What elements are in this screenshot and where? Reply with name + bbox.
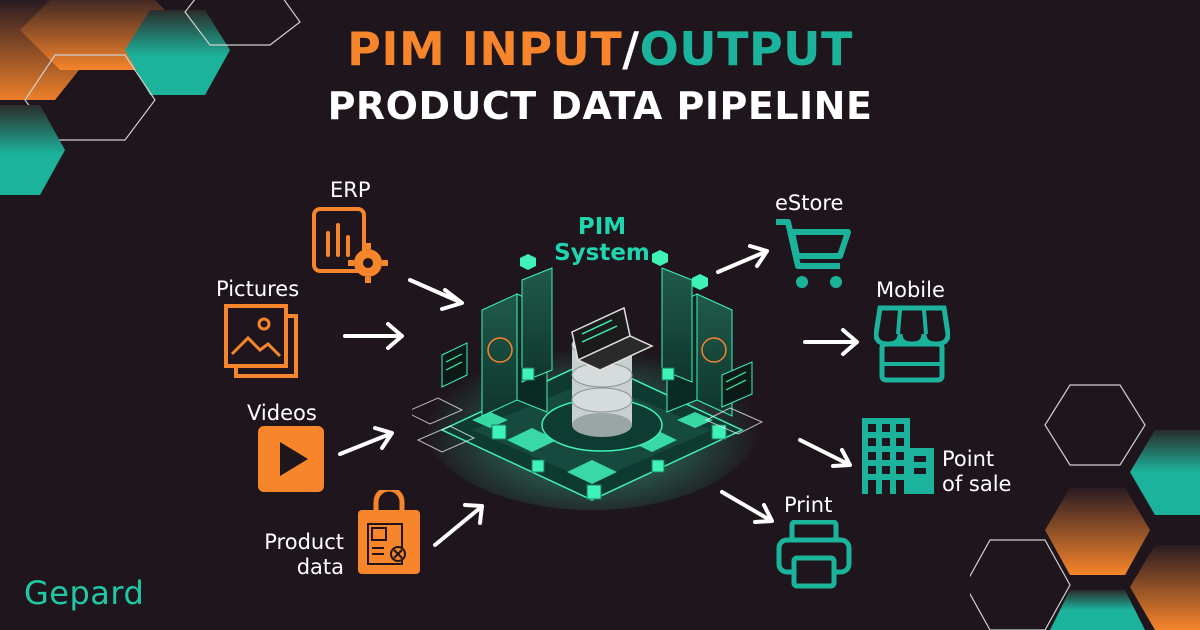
printer-icon xyxy=(776,520,852,589)
title-line-2: PRODUCT DATA PIPELINE xyxy=(327,84,873,128)
title-slash: / xyxy=(622,22,640,76)
storefront-icon xyxy=(874,305,950,383)
pim-system-label-line2: System xyxy=(554,240,650,266)
title-output: OUTPUT xyxy=(639,22,853,76)
pim-system-illustration xyxy=(412,250,764,510)
hexagon-decoration-top-left xyxy=(0,0,301,195)
point-of-sale-label-line2: of sale xyxy=(942,472,1012,496)
mobile-label: Mobile xyxy=(876,278,945,302)
arrow-erp-to-pim xyxy=(408,278,464,311)
pictures-icon xyxy=(224,304,298,378)
arrow-pim-to-print xyxy=(720,490,774,524)
print-label: Print xyxy=(784,493,833,517)
product-data-bag-icon xyxy=(358,490,420,574)
erp-chart-gear-icon xyxy=(312,207,388,283)
pim-system-label: PIM System xyxy=(540,214,664,266)
product-data-label-line2: data xyxy=(296,555,344,579)
arrow-videos-to-pim xyxy=(338,426,394,456)
point-of-sale-label-line1: Point xyxy=(942,447,995,471)
building-icon xyxy=(862,418,934,494)
arrow-pim-to-mobile xyxy=(803,328,859,356)
point-of-sale-label: Point of sale xyxy=(942,447,1011,497)
arrow-pim-to-estore xyxy=(716,244,769,274)
erp-label: ERP xyxy=(330,178,371,202)
videos-label: Videos xyxy=(247,401,317,425)
video-play-icon xyxy=(258,426,324,492)
hexagon-decoration-bottom-right xyxy=(970,384,1200,630)
pim-system-label-line1: PIM xyxy=(577,214,627,240)
arrow-product-data-to-pim xyxy=(433,503,484,547)
arrow-pictures-to-pim xyxy=(343,322,404,350)
title-line-1: PIM INPUT/OUTPUT xyxy=(0,22,1200,76)
title-input: PIM INPUT xyxy=(347,22,623,76)
product-data-label-line1: Product xyxy=(264,530,344,554)
arrow-pim-to-point-of-sale xyxy=(798,438,852,468)
estore-label: eStore xyxy=(775,191,844,215)
cart-icon xyxy=(776,219,851,288)
product-data-label: Product data xyxy=(252,530,344,580)
gepard-logo: Gepard xyxy=(24,574,145,612)
pictures-label: Pictures xyxy=(216,277,300,301)
